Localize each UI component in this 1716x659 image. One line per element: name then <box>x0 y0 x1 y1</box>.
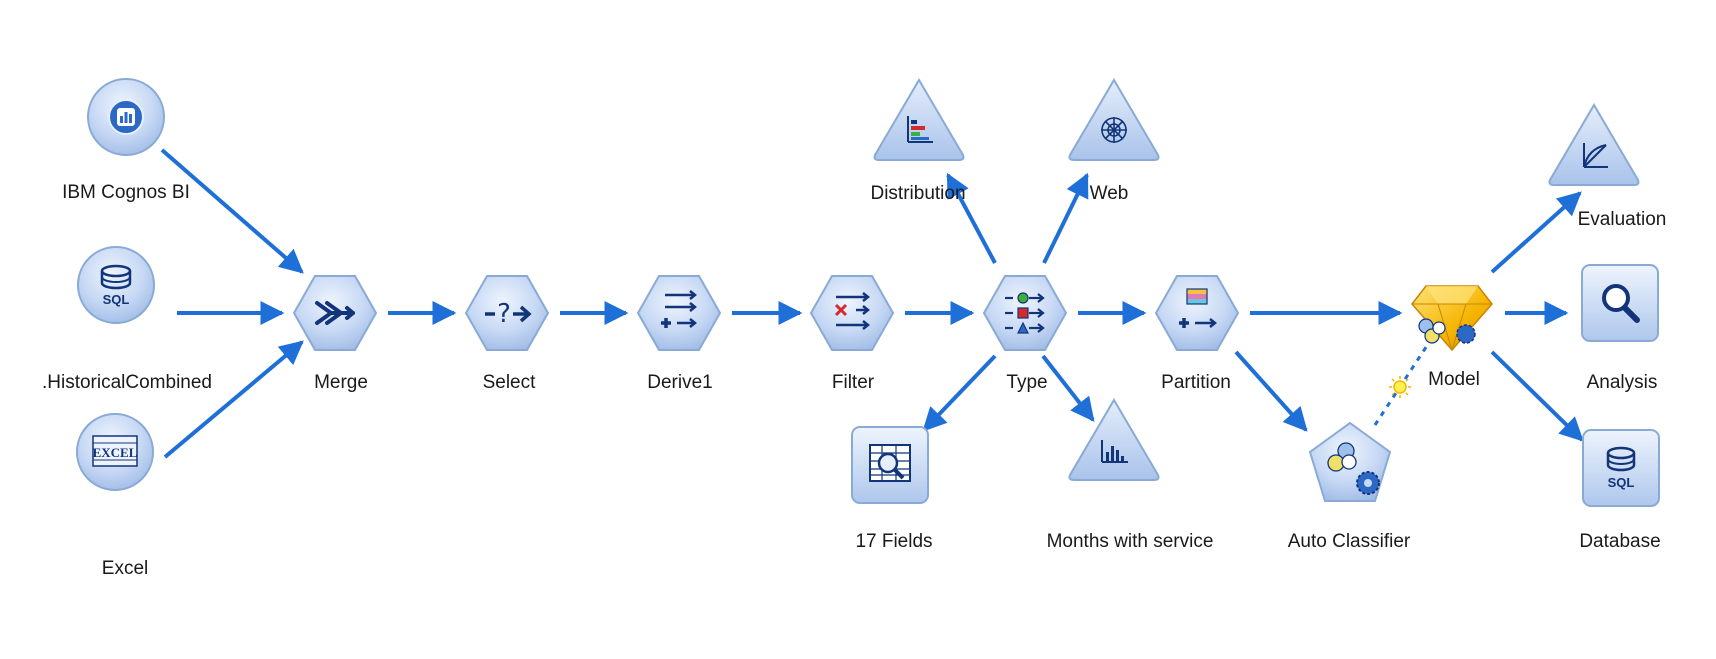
table-output-icon <box>869 444 911 482</box>
node-label-excel: Excel <box>101 558 149 579</box>
derive-icon <box>661 290 698 328</box>
node-cognos[interactable] <box>87 78 165 156</box>
node-label-fields: 17 Fields <box>855 531 933 552</box>
node-label-evaluation: Evaluation <box>1577 209 1667 230</box>
node-label-derive: Derive1 <box>647 372 713 393</box>
node-evaluation[interactable] <box>1548 103 1640 186</box>
refresh-sparkle-icon <box>1389 376 1411 398</box>
node-label-merge: Merge <box>314 372 368 393</box>
filter-icon <box>834 292 871 330</box>
type-icon <box>1005 292 1045 334</box>
node-label-months: Months with service <box>1046 531 1214 552</box>
evaluation-icon <box>1583 143 1608 168</box>
svg-text:?: ? <box>497 299 511 329</box>
partition-icon <box>1179 288 1218 328</box>
model-nugget-icon <box>1418 318 1476 344</box>
sql-database-icon: SQL <box>100 264 132 307</box>
node-merge[interactable] <box>292 275 378 351</box>
excel-badge: EXCEL <box>93 445 138 460</box>
node-distribution[interactable] <box>873 78 965 161</box>
node-database[interactable]: SQL <box>1582 429 1660 507</box>
link-model-evaluation <box>1490 191 1582 274</box>
node-label-analysis: Analysis <box>1586 372 1658 393</box>
database-sql-badge: SQL <box>1608 475 1635 490</box>
node-autoclass[interactable] <box>1308 421 1392 502</box>
node-sql-source[interactable]: SQL <box>77 246 155 324</box>
database-export-icon: SQL <box>1606 446 1636 490</box>
link-model-database <box>1490 350 1584 442</box>
link-cognos-merge <box>160 148 304 274</box>
select-icon: ? <box>485 299 532 329</box>
node-label-filter: Filter <box>831 372 875 393</box>
node-label-partition: Partition <box>1161 372 1231 393</box>
link-partition-autoclass <box>1234 350 1308 432</box>
link-type-fields <box>922 354 997 432</box>
node-model[interactable] <box>1411 285 1493 352</box>
node-derive[interactable] <box>636 275 722 351</box>
link-excel-merge <box>163 340 304 459</box>
node-label-database: Database <box>1579 531 1661 552</box>
link-type-distribution <box>946 172 997 264</box>
histogram-icon <box>1101 440 1128 463</box>
node-analysis[interactable] <box>1581 264 1659 342</box>
connections <box>160 148 1584 459</box>
node-web[interactable] <box>1068 78 1160 161</box>
link-type-web <box>1042 172 1089 264</box>
node-type[interactable] <box>982 275 1068 351</box>
node-label-cognos: IBM Cognos BI <box>62 182 190 203</box>
node-label-web: Web <box>1089 183 1129 204</box>
node-label-model: Model <box>1428 369 1480 390</box>
node-months[interactable] <box>1068 398 1160 481</box>
node-label-sql-source: .HistoricalCombined <box>41 372 213 393</box>
node-label-select: Select <box>482 372 536 393</box>
merge-icon <box>315 301 355 325</box>
cognos-chart-icon <box>108 99 144 135</box>
node-partition[interactable] <box>1154 275 1240 351</box>
auto-classifier-icon <box>1327 442 1380 495</box>
analysis-icon <box>1602 284 1640 323</box>
node-excel[interactable]: EXCEL <box>76 413 154 491</box>
node-select[interactable]: ? <box>464 275 550 351</box>
node-label-distribution: Distribution <box>870 183 966 204</box>
link-type-months <box>1041 354 1095 422</box>
distribution-icon <box>907 116 933 143</box>
sql-badge: SQL <box>103 292 130 307</box>
node-label-autoclass: Auto Classifier <box>1287 531 1411 552</box>
web-graph-icon <box>1101 117 1127 143</box>
node-label-type: Type <box>1006 372 1048 393</box>
node-filter[interactable] <box>809 275 895 351</box>
node-fields[interactable] <box>851 426 929 504</box>
excel-icon: EXCEL <box>92 435 138 467</box>
